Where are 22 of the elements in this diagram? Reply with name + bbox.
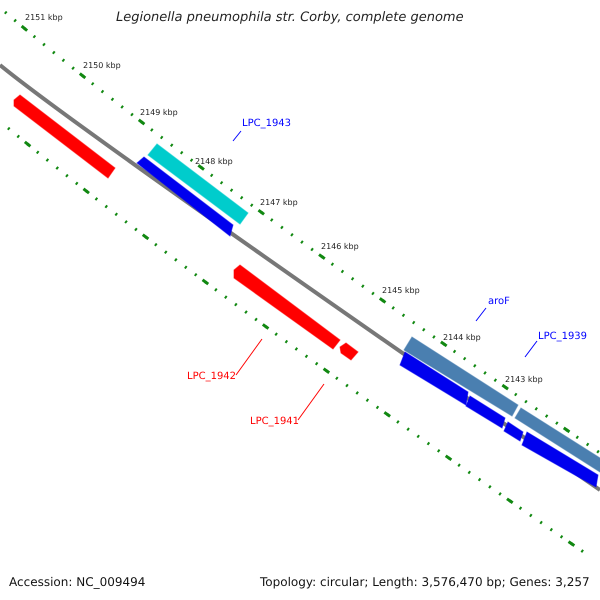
leader-line <box>232 130 242 142</box>
scale-label: 2150 kbp <box>83 62 121 70</box>
genome-title: Legionella pneumophila str. Corby, complete genome <box>116 11 464 24</box>
scale-label: 2148 kbp <box>195 158 233 166</box>
leader-line <box>524 340 538 358</box>
gene-label: aroF <box>488 297 510 307</box>
scale-label: 2145 kbp <box>382 287 420 295</box>
leader-line <box>476 308 486 322</box>
scale-label: 2147 kbp <box>260 199 298 207</box>
scale-label: 2149 kbp <box>140 109 178 117</box>
gene-label: LPC_1939 <box>538 332 588 342</box>
scale-label: 2146 kbp <box>321 243 359 251</box>
footer-info: Accession: NC_009494 <box>9 576 146 588</box>
scale-label: 2143 kbp <box>505 376 543 384</box>
leader-line <box>298 384 324 420</box>
leader-line <box>236 338 262 376</box>
scale-label: 2144 kbp <box>443 334 481 342</box>
gene-label: LPC_1943 <box>242 119 292 129</box>
gene-label: LPC_1941 <box>250 417 300 427</box>
gene-label: LPC_1942 <box>187 372 236 382</box>
scale-label: 2151 kbp <box>25 14 63 22</box>
footer-info: Topology: circular; Length: 3,576,470 bp; Genes: 3,257 <box>260 576 590 588</box>
